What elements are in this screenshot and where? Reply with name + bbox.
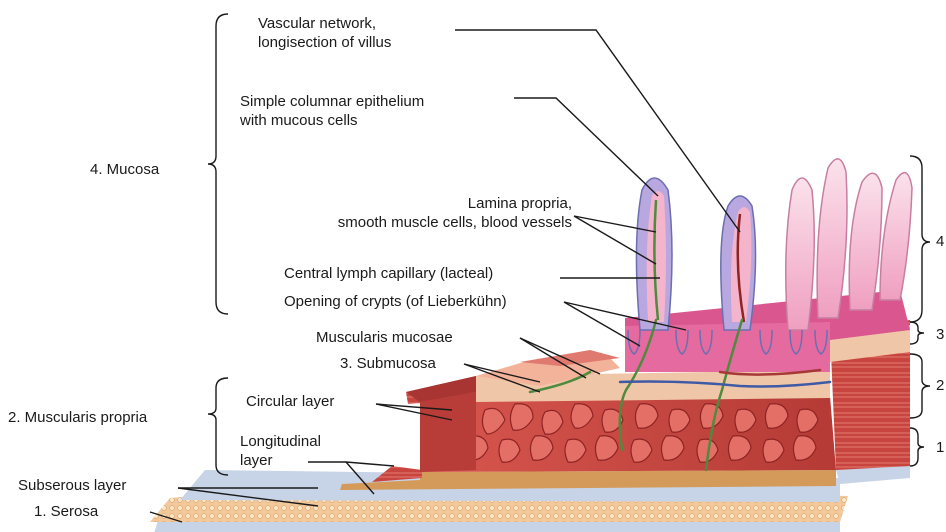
leader-columnar [514, 98, 658, 196]
label-serosa: 1. Serosa [34, 502, 98, 521]
circular-layer-side [420, 392, 476, 472]
label-right-1: 1 [936, 438, 944, 457]
bracket-right-4 [910, 156, 930, 322]
label-muscularis-mucosae: Muscularis mucosae [316, 328, 453, 347]
label-right-3: 3 [936, 325, 944, 344]
label-lamina-propria: Lamina propria, smooth muscle cells, blo… [272, 194, 572, 232]
label-subserous-layer: Subserous layer [18, 476, 126, 495]
label-mucosa: 4. Mucosa [90, 160, 159, 179]
label-simple-columnar-epithelium: Simple columnar epithelium with mucous c… [240, 92, 424, 130]
label-circular-layer: Circular layer [246, 392, 334, 411]
bracket-right-2 [910, 354, 930, 418]
label-submucosa: 3. Submucosa [340, 354, 436, 373]
bracket-mucosa [208, 14, 228, 314]
label-central-lymph-capillary: Central lymph capillary (lacteal) [284, 264, 493, 283]
label-right-2: 2 [936, 376, 944, 395]
label-muscularis-propria: 2. Muscularis propria [8, 408, 147, 427]
label-vascular-network: Vascular network, longisection of villus [258, 14, 391, 52]
label-opening-of-crypts: Opening of crypts (of Lieberkühn) [284, 292, 507, 311]
bracket-muscularis-propria [208, 378, 228, 475]
label-longitudinal-layer: Longitudinal layer [240, 432, 321, 470]
bracket-right-3 [910, 322, 924, 344]
label-right-4: 4 [936, 232, 944, 251]
bracket-right-1 [910, 428, 924, 466]
